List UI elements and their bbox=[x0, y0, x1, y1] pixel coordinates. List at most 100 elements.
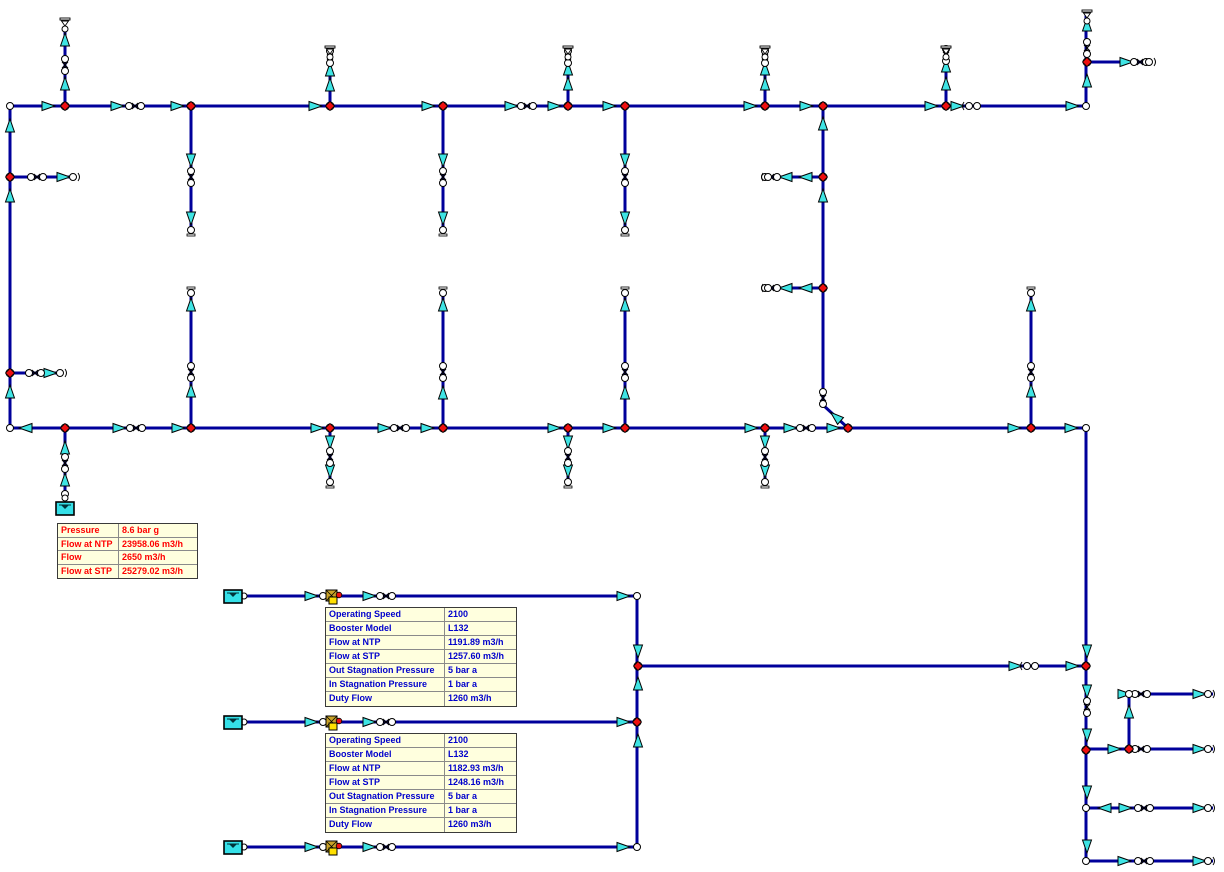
junction-node[interactable] bbox=[185, 100, 197, 112]
end-connector[interactable] bbox=[186, 286, 196, 297]
junction-node[interactable] bbox=[759, 100, 771, 112]
pipe-node[interactable] bbox=[6, 424, 14, 432]
pipe-node[interactable] bbox=[1082, 102, 1090, 110]
junction-node[interactable] bbox=[619, 100, 631, 112]
check-valve-icon[interactable] bbox=[1020, 661, 1039, 671]
junction-node[interactable] bbox=[59, 100, 71, 112]
end-connector[interactable] bbox=[325, 478, 335, 489]
valve-icon[interactable] bbox=[187, 362, 195, 382]
pipe-node[interactable] bbox=[1082, 857, 1090, 865]
end-connector[interactable] bbox=[620, 226, 630, 237]
junction-node[interactable] bbox=[324, 100, 336, 112]
valve-icon[interactable] bbox=[819, 388, 827, 408]
end-connector[interactable] bbox=[761, 283, 772, 293]
valve-icon[interactable] bbox=[390, 424, 410, 432]
junction-node[interactable] bbox=[1081, 56, 1093, 68]
vent-cap-icon[interactable] bbox=[940, 45, 952, 61]
end-connector[interactable] bbox=[1204, 689, 1215, 699]
tank-source[interactable] bbox=[55, 494, 75, 516]
valve-icon[interactable] bbox=[27, 173, 47, 181]
vent-cap-icon[interactable] bbox=[1081, 9, 1093, 25]
valve-icon[interactable] bbox=[517, 102, 537, 110]
end-connector[interactable] bbox=[438, 226, 448, 237]
junction-node[interactable] bbox=[619, 422, 631, 434]
junction-node[interactable] bbox=[4, 367, 16, 379]
tank-source[interactable] bbox=[223, 715, 248, 730]
valve-icon[interactable] bbox=[1027, 362, 1035, 382]
junction-node[interactable] bbox=[759, 422, 771, 434]
valve-icon[interactable] bbox=[376, 843, 396, 851]
junction-node[interactable] bbox=[562, 100, 574, 112]
junction-node[interactable] bbox=[817, 171, 829, 183]
junction-node[interactable] bbox=[632, 660, 644, 672]
valve-icon[interactable] bbox=[621, 167, 629, 187]
end-connector[interactable] bbox=[1204, 856, 1215, 866]
results-table-booster-2[interactable]: Operating Speed 2100 Booster Model L132 … bbox=[325, 733, 517, 833]
valve-icon[interactable] bbox=[1131, 690, 1151, 698]
end-connector[interactable] bbox=[760, 478, 770, 489]
vent-cap-icon[interactable] bbox=[324, 45, 336, 61]
junction-node[interactable] bbox=[817, 282, 829, 294]
end-connector[interactable] bbox=[761, 172, 772, 182]
end-connector[interactable] bbox=[1026, 286, 1036, 297]
valve-icon[interactable] bbox=[376, 592, 396, 600]
pipe-node[interactable] bbox=[1082, 424, 1090, 432]
junction-node[interactable] bbox=[940, 100, 952, 112]
junction-node[interactable] bbox=[631, 716, 643, 728]
results-table-booster-1[interactable]: Operating Speed 2100 Booster Model L132 … bbox=[325, 607, 517, 707]
tank-source[interactable] bbox=[223, 589, 248, 604]
vent-cap-icon[interactable] bbox=[759, 45, 771, 61]
junction-node[interactable] bbox=[1080, 660, 1092, 672]
junction-node[interactable] bbox=[4, 171, 16, 183]
junction-node[interactable] bbox=[437, 422, 449, 434]
junction-node[interactable] bbox=[1123, 743, 1135, 755]
valve-icon[interactable] bbox=[1134, 857, 1154, 865]
tank-source[interactable] bbox=[223, 840, 248, 855]
valve-icon[interactable] bbox=[761, 447, 769, 467]
pipe-node[interactable] bbox=[633, 843, 641, 851]
booster-pump[interactable] bbox=[319, 715, 343, 731]
valve-icon[interactable] bbox=[125, 102, 145, 110]
valve-icon[interactable] bbox=[1134, 804, 1154, 812]
booster-pump[interactable] bbox=[319, 840, 343, 856]
junction-node[interactable] bbox=[1025, 422, 1037, 434]
valve-icon[interactable] bbox=[376, 718, 396, 726]
junction-node[interactable] bbox=[842, 422, 854, 434]
junction-node[interactable] bbox=[324, 422, 336, 434]
vent-cap-icon[interactable] bbox=[59, 17, 71, 33]
junction-node[interactable] bbox=[562, 422, 574, 434]
end-connector[interactable] bbox=[69, 172, 80, 182]
junction-node[interactable] bbox=[1080, 744, 1092, 756]
end-connector[interactable] bbox=[1145, 57, 1156, 67]
end-connector[interactable] bbox=[186, 226, 196, 237]
end-connector[interactable] bbox=[1204, 803, 1215, 813]
pipe-node[interactable] bbox=[1082, 804, 1090, 812]
junction-node[interactable] bbox=[437, 100, 449, 112]
valve-icon[interactable] bbox=[1083, 697, 1091, 717]
pipe-node[interactable] bbox=[6, 102, 14, 110]
results-table-source[interactable]: Pressure 8.6 bar g Flow at NTP 23958.06 … bbox=[57, 523, 198, 579]
valve-icon[interactable] bbox=[439, 167, 447, 187]
valve-icon[interactable] bbox=[126, 424, 146, 432]
valve-icon[interactable] bbox=[61, 55, 69, 75]
valve-icon[interactable] bbox=[796, 424, 816, 432]
booster-pump[interactable] bbox=[319, 589, 343, 605]
end-connector[interactable] bbox=[620, 286, 630, 297]
valve-icon[interactable] bbox=[439, 362, 447, 382]
end-connector[interactable] bbox=[563, 478, 573, 489]
valve-icon[interactable] bbox=[564, 447, 572, 467]
valve-icon[interactable] bbox=[25, 369, 45, 377]
valve-icon[interactable] bbox=[187, 167, 195, 187]
end-connector[interactable] bbox=[56, 368, 67, 378]
check-valve-icon[interactable] bbox=[962, 101, 981, 111]
junction-node[interactable] bbox=[185, 422, 197, 434]
valve-icon[interactable] bbox=[621, 362, 629, 382]
vent-cap-icon[interactable] bbox=[562, 45, 574, 61]
junction-node[interactable] bbox=[817, 100, 829, 112]
valve-icon[interactable] bbox=[61, 453, 69, 473]
valve-icon[interactable] bbox=[1131, 745, 1151, 753]
pipe-node[interactable] bbox=[1125, 690, 1133, 698]
pipe-node[interactable] bbox=[633, 592, 641, 600]
valve-icon[interactable] bbox=[1083, 38, 1091, 58]
end-connector[interactable] bbox=[1204, 744, 1215, 754]
